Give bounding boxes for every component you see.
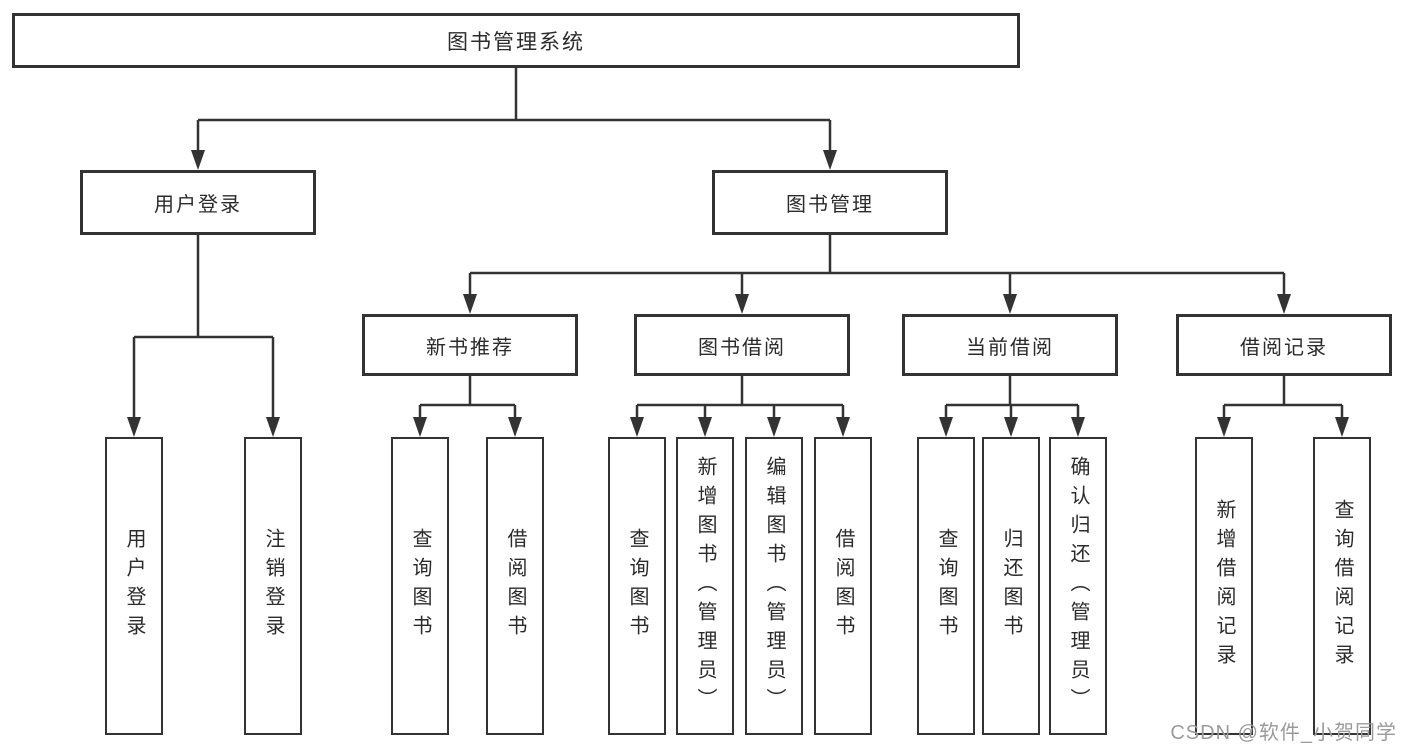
leaf-borrow-edit-admin: 编辑图书（管理员） [745,437,803,735]
node-current-borrow-label: 当前借阅 [966,336,1054,359]
leaf-current-return-label: 归还图书 [1000,528,1022,644]
leaf-newbooks-query: 查询图书 [391,437,449,735]
node-book-borrow-label: 图书借阅 [698,336,786,359]
node-root: 图书管理系统 [12,13,1020,68]
arrowheads [127,150,1349,437]
leaf-current-query-label: 查询图书 [935,528,957,644]
connector-bookmgmt-to-level3 [468,235,1286,294]
leaf-current-confirm-admin: 确认归还（管理员） [1049,437,1107,735]
node-book-mgmt-label: 图书管理 [786,194,874,216]
leaf-records-add-label: 新增借阅记录 [1213,499,1235,673]
node-borrow-records-label: 借阅记录 [1240,336,1328,359]
leaf-user-login: 用户登录 [105,437,163,735]
leaf-borrow-query-label: 查询图书 [626,528,648,644]
node-root-label: 图书管理系统 [447,30,585,54]
leaf-borrow-add-admin: 新增图书（管理员） [676,437,734,735]
csdn-watermark: CSDN @软件_小贺同学 [1170,722,1397,744]
leaf-records-add: 新增借阅记录 [1195,437,1253,735]
leaf-borrow-query: 查询图书 [608,437,666,735]
connector-bookborrow-to-leaves [635,376,845,417]
node-borrow-records: 借阅记录 [1176,314,1392,376]
leaf-current-return: 归还图书 [982,437,1040,735]
connector-borrowrecords-to-leaves [1222,376,1344,417]
leaf-records-query-label: 查询借阅记录 [1331,499,1353,673]
node-new-books: 新书推荐 [362,314,578,376]
connector-userlogin-to-leaves [132,235,275,417]
node-current-borrow: 当前借阅 [902,314,1118,376]
connector-root-to-level2 [196,68,832,150]
leaf-user-login-label: 用户登录 [123,528,145,644]
leaf-current-confirm-admin-label: 确认归还（管理员） [1067,455,1089,717]
leaf-borrow-add-admin-label: 新增图书（管理员） [694,455,716,717]
node-book-borrow: 图书借阅 [634,314,850,376]
leaf-newbooks-query-label: 查询图书 [409,528,431,644]
leaf-records-query: 查询借阅记录 [1313,437,1371,735]
node-book-mgmt: 图书管理 [712,170,948,235]
connector-currentborrow-to-leaves [944,376,1080,417]
leaf-logout: 注销登录 [244,437,302,735]
leaf-newbooks-borrow: 借阅图书 [486,437,544,735]
leaf-current-query: 查询图书 [917,437,975,735]
node-user-login: 用户登录 [80,170,316,235]
leaf-borrow-borrow-label: 借阅图书 [832,528,854,644]
leaf-borrow-edit-admin-label: 编辑图书（管理员） [763,455,785,717]
node-new-books-label: 新书推荐 [426,336,514,359]
leaf-logout-label: 注销登录 [262,528,284,644]
leaf-borrow-borrow: 借阅图书 [814,437,872,735]
connector-newbooks-to-leaves [418,376,517,417]
leaf-newbooks-borrow-label: 借阅图书 [504,528,526,644]
node-user-login-label: 用户登录 [154,194,242,216]
